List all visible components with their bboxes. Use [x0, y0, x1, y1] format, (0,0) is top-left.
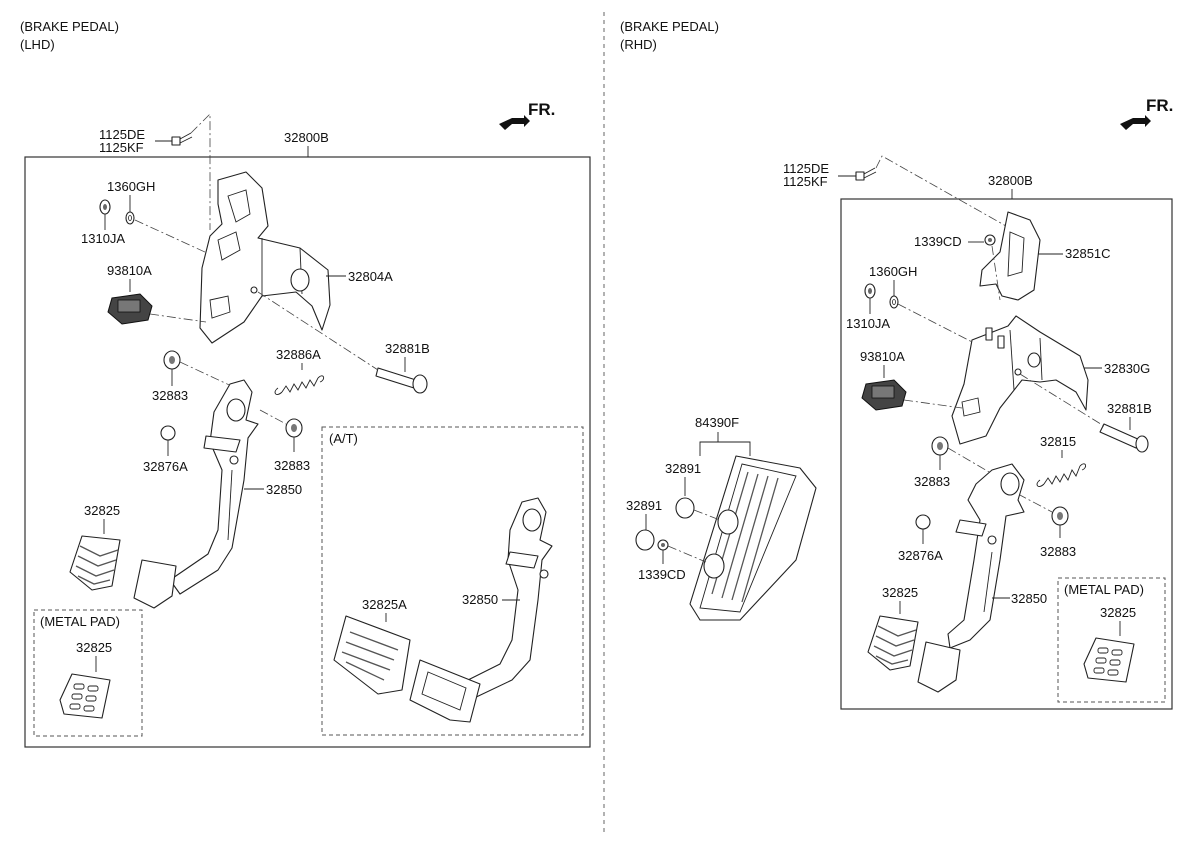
stop-lamp-switch-icon	[107, 293, 153, 325]
label-32825A: 32825A	[362, 597, 407, 612]
accelerator-pad-section: 84390F 32891 32891 1339CD	[626, 415, 817, 621]
label-32883-lower-rhd: 32883	[1040, 544, 1076, 559]
label-1125KF: 1125KF	[99, 140, 144, 155]
lower-bracket	[951, 315, 1089, 445]
label-32825: 32825	[84, 503, 120, 518]
stop-lamp-switch-icon	[861, 379, 907, 411]
label-32850-rhd: 32850	[1011, 591, 1047, 606]
assembly-box	[24, 156, 591, 748]
return-spring-icon	[1036, 463, 1087, 487]
label-32881B-rhd: 32881B	[1107, 401, 1152, 416]
metal-pad-icon	[1083, 637, 1135, 683]
label-metal-pad: (METAL PAD)	[40, 614, 120, 629]
stopper-icon	[160, 425, 176, 441]
label-32883-upper-rhd: 32883	[914, 474, 950, 489]
stopper-icon	[915, 514, 931, 530]
return-spring-icon	[274, 375, 325, 395]
label-32800B: 32800B	[284, 130, 329, 145]
washer-icon	[889, 295, 899, 309]
cap-icon	[635, 529, 655, 551]
label-1360GH-rhd: 1360GH	[869, 264, 917, 279]
assembly-box-rhd	[840, 198, 1173, 710]
label-32876A: 32876A	[143, 459, 188, 474]
label-32883-upper: 32883	[152, 388, 188, 403]
bushing-icon	[931, 436, 949, 456]
label-1125DE: 1125DE	[99, 127, 145, 142]
label-32825-rhd: 32825	[882, 585, 918, 600]
rhd-section: (BRAKE PEDAL) (RHD) FR. 32800B 1125DE 11…	[620, 19, 1173, 710]
bushing-icon	[285, 418, 303, 438]
bushing-icon	[1051, 506, 1069, 526]
label-93810A: 93810A	[107, 263, 152, 278]
lhd-subtitle: (LHD)	[20, 37, 55, 52]
pedal-pin-icon	[375, 367, 428, 394]
at-pedal-arm	[459, 497, 553, 701]
metal-pad-icon	[59, 673, 111, 719]
label-32850: 32850	[266, 482, 302, 497]
automatic-transmission-box	[321, 426, 584, 736]
label-1310JA-rhd: 1310JA	[846, 316, 890, 331]
nut-icon	[99, 199, 111, 215]
label-32851C: 32851C	[1065, 246, 1111, 261]
label-32830G: 32830G	[1104, 361, 1150, 376]
label-1339CD-pad: 1339CD	[638, 567, 686, 582]
front-arrow-icon	[499, 115, 530, 130]
at-pedal-plate	[409, 659, 481, 723]
lhd-title: (BRAKE PEDAL)	[20, 19, 119, 34]
nut-icon	[864, 283, 876, 299]
label-32815: 32815	[1040, 434, 1076, 449]
large-pedal-pad-icon	[689, 455, 817, 621]
rhd-subtitle: (RHD)	[620, 37, 657, 52]
pedal-bracket	[199, 171, 331, 344]
bolt-icon	[855, 167, 877, 181]
label-32886A: 32886A	[276, 347, 321, 362]
label-93810A-rhd: 93810A	[860, 349, 905, 364]
front-direction-label: FR.	[528, 100, 555, 119]
label-1360GH: 1360GH	[107, 179, 155, 194]
bolt-icon	[171, 132, 193, 146]
lhd-section: (BRAKE PEDAL) (LHD) FR. 32800B 1125DE 11…	[20, 19, 591, 748]
label-32876A-rhd: 32876A	[898, 548, 943, 563]
pedal-arm-rhd	[947, 463, 1025, 649]
pedal-plate-rhd	[917, 641, 961, 693]
label-32850-at: 32850	[462, 592, 498, 607]
metal-pad-box-rhd	[1057, 577, 1166, 703]
pedal-pin-icon	[1099, 423, 1149, 453]
front-direction-label-rhd: FR.	[1146, 96, 1173, 115]
washer-icon	[125, 211, 135, 225]
nut-icon	[657, 539, 669, 551]
rubber-pad-icon	[867, 615, 919, 671]
label-32800B-rhd: 32800B	[988, 173, 1033, 188]
label-32891-lower: 32891	[626, 498, 662, 513]
label-32881B: 32881B	[385, 341, 430, 356]
wide-rubber-pad-icon	[333, 615, 411, 695]
pedal-plate	[133, 559, 177, 609]
label-at: (A/T)	[329, 431, 358, 446]
label-32891-upper: 32891	[665, 461, 701, 476]
label-1310JA: 1310JA	[81, 231, 125, 246]
pedal-arm	[169, 379, 259, 595]
label-1339CD: 1339CD	[914, 234, 962, 249]
label-32883-lower: 32883	[274, 458, 310, 473]
metal-pad-box	[33, 609, 143, 737]
label-32825-metal: 32825	[76, 640, 112, 655]
nut-icon	[984, 234, 996, 246]
rubber-pad-icon	[69, 535, 121, 591]
upper-bracket	[979, 211, 1041, 301]
rhd-title: (BRAKE PEDAL)	[620, 19, 719, 34]
label-32804A: 32804A	[348, 269, 393, 284]
bushing-icon	[163, 350, 181, 370]
front-arrow-icon	[1120, 115, 1151, 130]
label-1125KF-rhd: 1125KF	[783, 174, 828, 189]
cap-icon	[675, 497, 695, 519]
label-32825-metal-rhd: 32825	[1100, 605, 1136, 620]
label-84390F: 84390F	[695, 415, 739, 430]
label-1125DE-rhd: 1125DE	[783, 161, 829, 176]
label-metal-pad-rhd: (METAL PAD)	[1064, 582, 1144, 597]
